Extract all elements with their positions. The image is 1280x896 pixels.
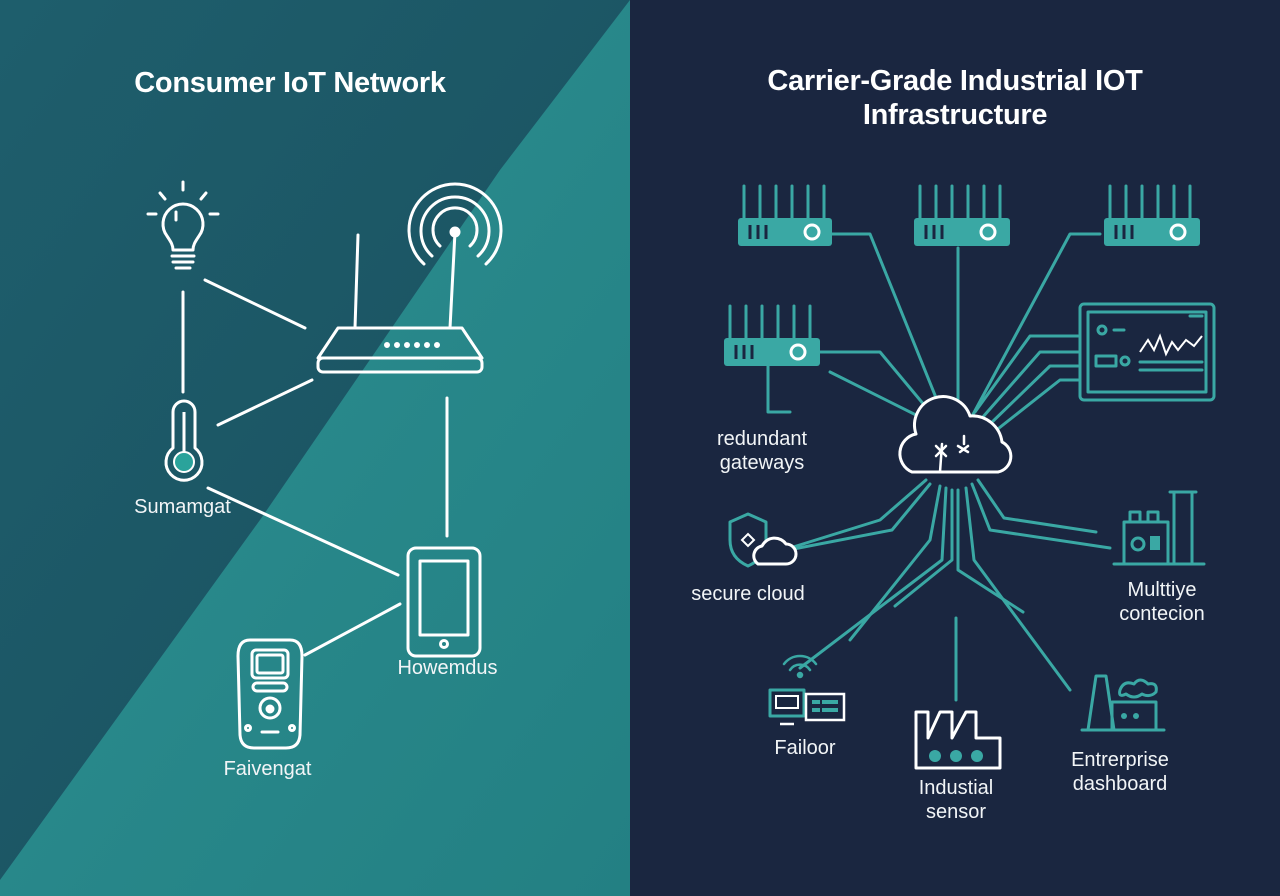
connection-gateway-1 [830, 232, 947, 422]
multitype-connection-label: Multtiye contecion [1092, 578, 1232, 626]
remote-label: Faivengat [223, 758, 312, 780]
connection-remote-phone [303, 602, 402, 657]
industrial-connections [766, 232, 1112, 702]
monitoring-screen-icon [1078, 302, 1216, 402]
multitype-connection-text: Multtiye contecion [1119, 579, 1205, 625]
consumer-network-title: Consumer IoT Network [134, 67, 446, 99]
industrial-sensor-text: Industial sensor [918, 777, 994, 823]
connection-monitor-4 [992, 378, 1080, 434]
thermostat-label: Sumamgat [134, 496, 231, 518]
industrial-network-diagram [724, 184, 1216, 770]
connection-gateway-4b [828, 370, 928, 422]
connection-gateway-3 [968, 232, 1102, 422]
gateway-icon-1 [738, 184, 832, 246]
redundant-gateways-text: redundant gateways [716, 428, 808, 474]
phone-label: Howemdus [397, 657, 498, 679]
consumer-network-diagram [146, 180, 503, 750]
industrial-sensor-label: Industial sensor [894, 776, 1018, 824]
enterprise-dashboard-text: Entrerprise dashboard [1071, 749, 1169, 795]
light-bulb-icon [146, 180, 220, 270]
connection-monitor-3 [986, 364, 1080, 428]
secure-cloud-shield-icon [728, 512, 798, 568]
connection-cloud-fan-a [893, 488, 954, 608]
connection-cloud-factory-2 [976, 478, 1098, 534]
connection-cloud-failover-2 [798, 486, 948, 670]
industrial-iot-panel: Carrier-Grade Industrial IOT Infrastruct… [630, 0, 1280, 896]
enterprise-dashboard-label: Entrerprise dashboard [1050, 748, 1190, 796]
failover-label: Failoor [774, 737, 836, 759]
consumer-connections [181, 278, 449, 657]
industrial-infrastructure-title: Carrier-Grade Industrial IOT Infrastruct… [767, 65, 1143, 131]
gateway-icon-2 [914, 184, 1010, 246]
industrial-sensor-icon [914, 710, 1002, 770]
connection-cloud-enterprise [964, 486, 1072, 692]
failover-systems-icon [768, 654, 846, 726]
consumer-iot-panel: Consumer IoT Network [0, 0, 630, 896]
connection-cloud-shield [788, 478, 928, 550]
connection-bulb-router [203, 278, 307, 330]
left-panel-background [0, 0, 630, 896]
smartphone-icon [406, 546, 482, 658]
thermostat-icon [164, 399, 204, 482]
wifi-router-icon [316, 182, 503, 374]
connection-thermostat-router [216, 378, 314, 427]
connection-monitor-1 [973, 334, 1080, 414]
connection-monitor-2 [980, 350, 1080, 420]
cloud-hub-icon [898, 395, 1013, 474]
connection-thermostat-phone [206, 486, 400, 577]
connection-gateway-4 [818, 350, 932, 414]
factory-connection-icon [1112, 490, 1206, 566]
gateway-icon-3 [1104, 184, 1200, 246]
connection-cloud-factory [970, 482, 1112, 550]
gateway-icon-4 [724, 304, 820, 366]
connection-cloud-shield-2 [776, 482, 932, 554]
smart-remote-icon [236, 638, 304, 750]
connection-cloud-failover-1 [848, 484, 942, 642]
connection-gateway-label-tick [766, 364, 792, 414]
redundant-gateways-label: redundant gateways [692, 427, 832, 475]
secure-cloud-label: secure cloud [691, 583, 805, 605]
enterprise-dashboard-icon [1080, 674, 1166, 732]
